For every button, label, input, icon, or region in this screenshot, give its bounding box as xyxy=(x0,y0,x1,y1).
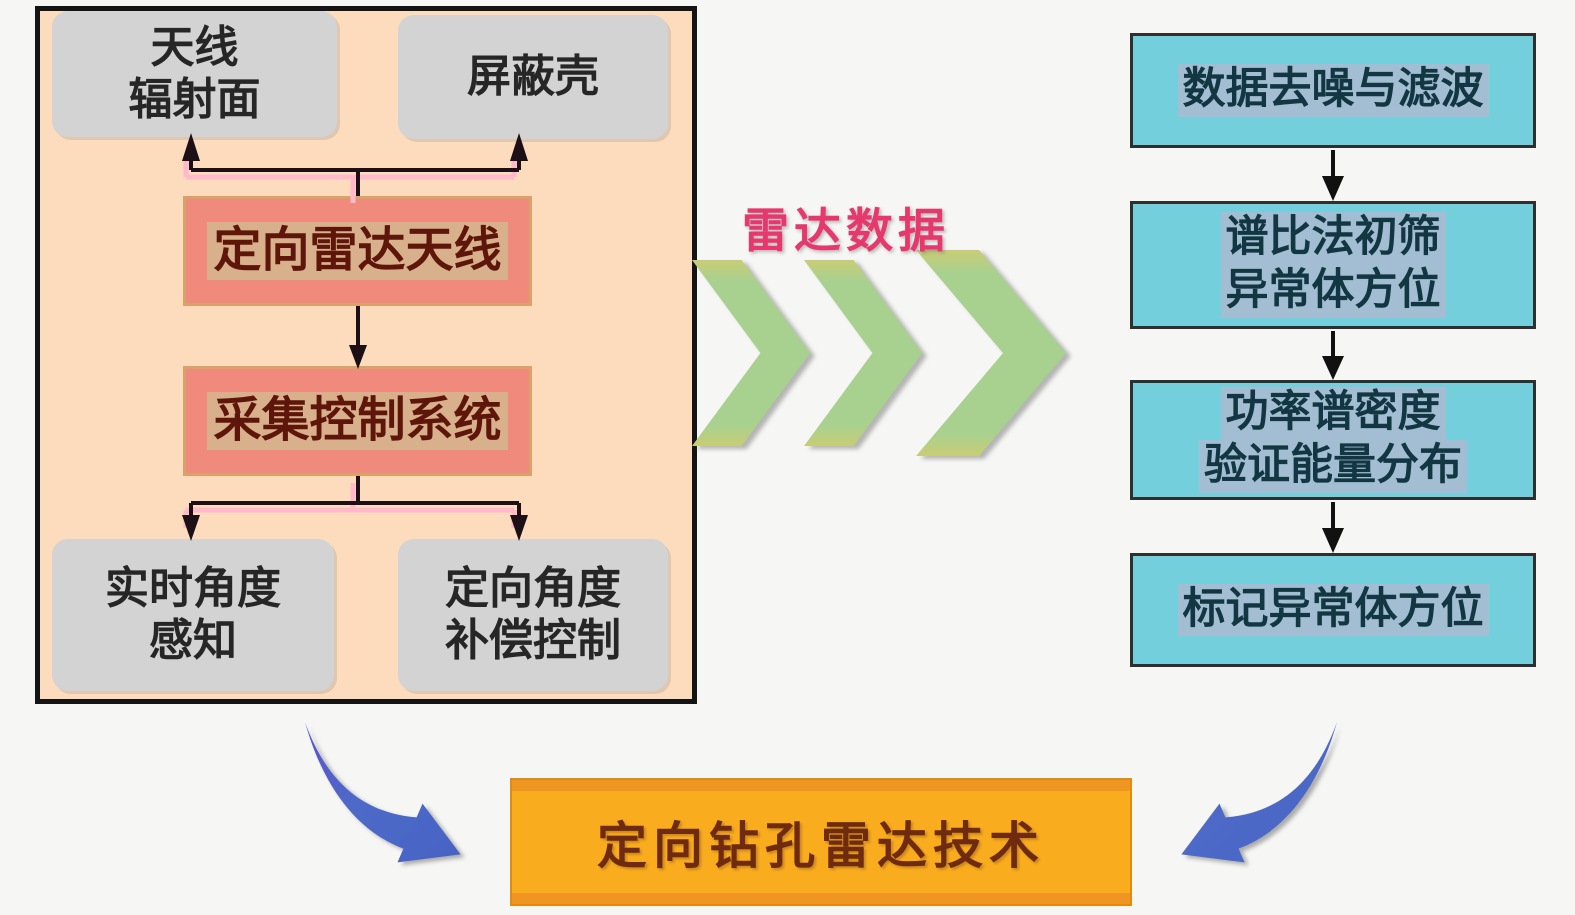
shield-shell-label: 屏蔽壳 xyxy=(467,52,599,102)
realtime-angle-sensing-line2: 感知 xyxy=(149,616,237,665)
antenna-system-panel: 天线 辐射面 屏蔽壳 定向雷达天线 采集控制系统 实时角度 感知 定向角度 补偿… xyxy=(35,6,697,704)
curved-arrow-left-icon xyxy=(305,722,461,863)
antenna-radiating-surface-box: 天线 辐射面 xyxy=(52,11,337,137)
realtime-angle-sensing-line1: 实时角度 xyxy=(105,564,281,614)
down-arrow-icon xyxy=(1322,528,1344,553)
down-arrow-icon xyxy=(510,515,528,541)
data-flow-chevrons xyxy=(692,248,1092,458)
step-spectral-ratio-screening-box: 谱比法初筛 异常体方位 xyxy=(1130,201,1536,329)
step-denoise-filter-label: 数据去噪与滤波 xyxy=(1177,64,1489,117)
directional-angle-compensation-line1: 定向角度 xyxy=(445,564,621,614)
shield-shell-box: 屏蔽壳 xyxy=(398,15,668,139)
down-arrow-icon xyxy=(1322,176,1344,201)
realtime-angle-sensing-box: 实时角度 感知 xyxy=(52,539,334,691)
directional-borehole-radar-box: 定向钻孔雷达技术 xyxy=(510,778,1132,906)
antenna-radiating-surface-line1: 天线 xyxy=(150,23,239,73)
directional-radar-antenna-label: 定向雷达天线 xyxy=(207,221,508,281)
curved-arrow-right-icon xyxy=(1181,722,1337,863)
directional-angle-compensation-box: 定向角度 补偿控制 xyxy=(398,539,668,691)
connector-arrowheads xyxy=(182,133,528,541)
step-psd-energy-verification-box: 功率谱密度 验证能量分布 xyxy=(1130,380,1536,500)
acquisition-control-system-label: 采集控制系统 xyxy=(207,391,508,451)
directional-angle-compensation-line2: 补偿控制 xyxy=(445,616,621,665)
step-spectral-ratio-line1: 谱比法初筛 xyxy=(1220,212,1446,265)
chevron-right-icon xyxy=(692,260,810,446)
antenna-radiating-surface-line2: 辐射面 xyxy=(128,75,261,124)
step-denoise-filter-box: 数据去噪与滤波 xyxy=(1130,33,1536,148)
radar-data-label: 雷达数据 xyxy=(742,206,950,258)
step-mark-anomaly-label: 标记异常体方位 xyxy=(1177,583,1489,637)
step-psd-line2: 验证能量分布 xyxy=(1199,440,1467,493)
chevron-right-icon xyxy=(916,250,1066,456)
down-arrow-icon xyxy=(182,515,200,541)
directional-radar-antenna-box: 定向雷达天线 xyxy=(183,196,532,306)
step-mark-anomaly-box: 标记异常体方位 xyxy=(1130,553,1536,667)
directional-borehole-radar-label: 定向钻孔雷达技术 xyxy=(597,818,1045,874)
up-arrow-icon xyxy=(182,133,200,161)
chevron-right-icon xyxy=(804,260,922,446)
step-spectral-ratio-line2: 异常体方位 xyxy=(1220,265,1446,318)
acquisition-control-system-box: 采集控制系统 xyxy=(183,366,532,476)
down-arrow-icon xyxy=(1322,356,1344,380)
step-psd-line1: 功率谱密度 xyxy=(1220,387,1446,440)
